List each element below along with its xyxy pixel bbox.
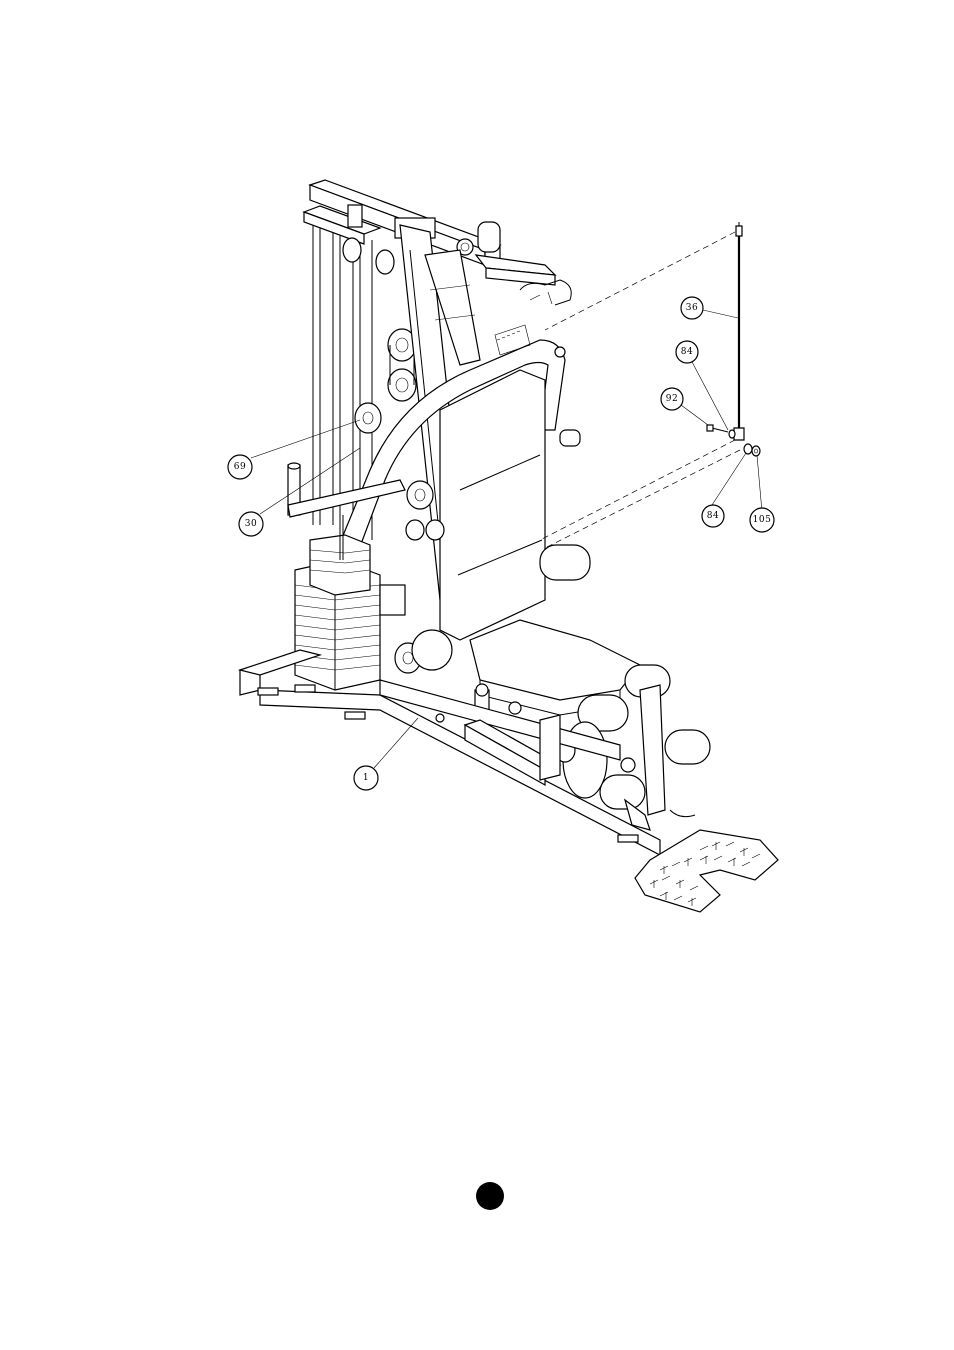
washer-84-bottom: [744, 444, 752, 454]
callout-105: 105: [750, 508, 774, 532]
washer-84-top: [729, 430, 735, 438]
home-gym-machine: [240, 180, 778, 912]
callout-84-upper-label: 84: [681, 347, 693, 357]
callout-84-lower-label: 84: [707, 511, 719, 521]
callout-30: 30: [239, 512, 263, 536]
backrest-pad: [440, 370, 545, 640]
bolt-92: [707, 425, 728, 432]
cable-rod-36: [734, 222, 744, 440]
page-marker-dot: [476, 1182, 504, 1210]
pulley-69: [355, 403, 381, 433]
callout-36: 36: [681, 297, 703, 319]
weight-stack: [295, 515, 405, 690]
callout-69-label: 69: [234, 462, 246, 472]
callout-92: 92: [661, 388, 683, 410]
callout-84-upper: 84: [676, 341, 698, 363]
callout-30-label: 30: [245, 519, 257, 529]
explode-lines: [540, 232, 740, 548]
nut-105: [752, 446, 760, 456]
callout-84-lower: 84: [702, 505, 724, 527]
callout-92-label: 92: [666, 394, 678, 404]
callout-1-label: 1: [363, 773, 369, 783]
callout-105-label: 105: [753, 515, 772, 525]
callout-69: 69: [228, 455, 252, 479]
callout-1: 1: [354, 766, 378, 790]
callout-36-label: 36: [686, 303, 698, 313]
